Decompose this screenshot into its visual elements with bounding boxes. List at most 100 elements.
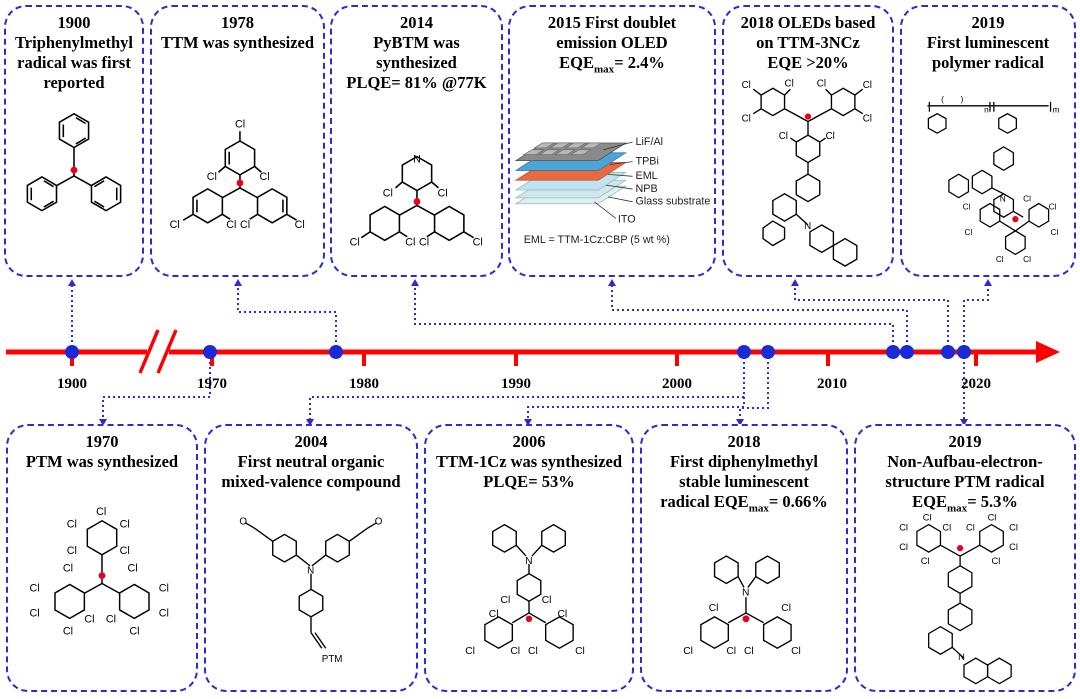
repeat-n: n	[984, 105, 989, 115]
event-dot-2006	[761, 345, 775, 359]
event-line: TTM was synthesized	[160, 33, 315, 52]
eqe-sub: max	[748, 502, 769, 515]
cl-label: Cl	[709, 603, 719, 614]
cl-label: Cl	[742, 113, 751, 124]
cl-label: Cl	[129, 625, 139, 637]
event-year: 1978	[221, 13, 254, 32]
eqe-prefix: EQE	[559, 53, 595, 72]
cl-label: Cl	[259, 171, 269, 183]
cl-label: Cl	[744, 646, 754, 657]
cl-label: Cl	[489, 609, 499, 620]
cl-label: Cl	[542, 595, 552, 606]
event-box-2018-diphenylmethyl: 2018 First diphenylmethyl stable lumines…	[640, 424, 848, 692]
repeat-m: m	[1053, 105, 1060, 115]
event-box-1970: 1970 PTM was synthesized Cl Cl Cl Cl Cl …	[6, 424, 198, 692]
cl-label: Cl	[30, 608, 40, 620]
device-caption: EML = TTM-1Cz:CBP (5 wt %)	[524, 234, 670, 246]
radical-dot	[413, 198, 421, 205]
eqe-value: = 2.4%	[614, 53, 665, 72]
event-dot-1970	[203, 345, 217, 359]
event-box-2004: 2004 First neutral organic mixed-valence…	[204, 424, 418, 692]
event-line: synthesized	[376, 53, 457, 72]
cl-label: Cl	[996, 254, 1004, 264]
triphenylmethyl-radical-structure	[26, 112, 122, 212]
cl-label: Cl	[863, 80, 872, 91]
n-label: N	[804, 221, 811, 232]
event-year: 2019	[948, 432, 982, 451]
layer-label-ito: ITO	[618, 213, 636, 225]
cl-label: Cl	[942, 523, 951, 533]
cl-label: Cl	[63, 563, 73, 575]
cl-label: Cl	[826, 131, 835, 142]
cl-label: Cl	[30, 582, 40, 594]
connector-arrowheads	[68, 279, 992, 426]
cl-label: Cl	[1009, 542, 1018, 552]
event-year: 2015 First doublet	[547, 13, 677, 32]
cl-label: Cl	[966, 523, 975, 533]
cl-label: Cl	[992, 556, 1001, 566]
eqe-line: EQEmax= 5.3%	[856, 492, 1074, 518]
event-dot-2014	[886, 345, 900, 359]
layer-label-tpbi: TPBi	[636, 156, 659, 168]
cl-label: Cl	[419, 237, 429, 249]
cl-label: Cl	[817, 78, 826, 89]
layer-label-npb: NPB	[636, 183, 658, 195]
radical-dot	[98, 572, 106, 580]
event-line: First luminescent	[926, 33, 1050, 52]
cl-label: Cl	[67, 519, 77, 531]
ttm-1cz-radical-structure: N Cl Cl Cl Cl Cl Cl Cl Cl	[465, 523, 585, 657]
year-label-1990: 1990	[501, 376, 531, 392]
ptm-label: PTM	[322, 654, 343, 665]
cl-label: Cl	[295, 219, 305, 231]
cl-label: Cl	[226, 219, 236, 231]
cl-label: Cl	[106, 614, 116, 626]
cl-label: Cl	[383, 188, 393, 200]
cl-label: Cl	[501, 595, 511, 606]
cl-label: Cl	[350, 237, 360, 249]
event-text-2018-diphenylmethyl: 2018 First diphenylmethyl stable lumines…	[642, 432, 846, 518]
svg-text:O: O	[239, 517, 247, 528]
timeline-axis	[6, 329, 1060, 374]
cl-label: Cl	[473, 237, 483, 249]
cl-label: Cl	[963, 201, 971, 211]
event-year: 2019	[971, 13, 1005, 32]
event-box-1900: 1900 Triphenylmethyl radical was first r…	[4, 5, 144, 277]
event-box-2019-non-aufbau: 2019 Non-Aufbau-electron- structure PTM …	[854, 424, 1076, 692]
svg-text:): )	[961, 94, 964, 104]
polymer-radical-structure: () n m N Cl Cl Cl Cl Cl Cl Cl	[927, 94, 1060, 264]
n-label: N	[307, 566, 314, 577]
event-year: 2018 OLEDs based	[740, 13, 876, 32]
cl-label: Cl	[159, 608, 169, 620]
event-line: PyBTM was	[373, 33, 460, 52]
event-year: 1900	[57, 13, 91, 32]
event-box-2015: 2015 First doublet emission OLED EQEmax=…	[508, 5, 716, 277]
n-label: N	[413, 153, 421, 165]
eqe-line: radical EQEmax= 0.66%	[642, 492, 846, 518]
cl-label: Cl	[899, 523, 908, 533]
eqe-value: = 0.66%	[768, 492, 828, 511]
event-line: emission OLED	[556, 33, 668, 52]
event-text-2015: 2015 First doublet emission OLED EQEmax=…	[510, 13, 714, 79]
cl-label: Cl	[557, 609, 567, 620]
cl-label: Cl	[965, 227, 973, 237]
event-year: 2018	[727, 432, 761, 451]
pybtm-radical-structure: N Cl Cl Cl Cl Cl Cl	[350, 153, 483, 249]
cl-label: Cl	[923, 513, 932, 523]
eqe-value: = 5.3%	[967, 492, 1018, 511]
event-text-2019-non-aufbau: 2019 Non-Aufbau-electron- structure PTM …	[856, 432, 1074, 518]
event-line: reported	[43, 73, 105, 92]
event-dot-1978	[329, 345, 343, 359]
event-year: 1970	[85, 432, 119, 451]
cl-label: Cl	[240, 219, 250, 231]
radical-dot	[70, 166, 78, 174]
cl-label: Cl	[405, 237, 415, 249]
event-text-2006: 2006 TTM-1Cz was synthesized PLQE= 53%	[426, 432, 632, 492]
svg-text:(: (	[941, 94, 944, 104]
year-label-2010: 2010	[817, 376, 847, 392]
radical-dot	[1012, 216, 1019, 223]
year-label-1900: 1900	[57, 376, 87, 392]
ttm-3ncz-radical-structure: Cl Cl Cl Cl Cl Cl Cl Cl N	[742, 78, 872, 267]
cl-label: Cl	[528, 646, 538, 657]
axis-break-marks	[138, 329, 178, 374]
cl-label: Cl	[84, 614, 94, 626]
